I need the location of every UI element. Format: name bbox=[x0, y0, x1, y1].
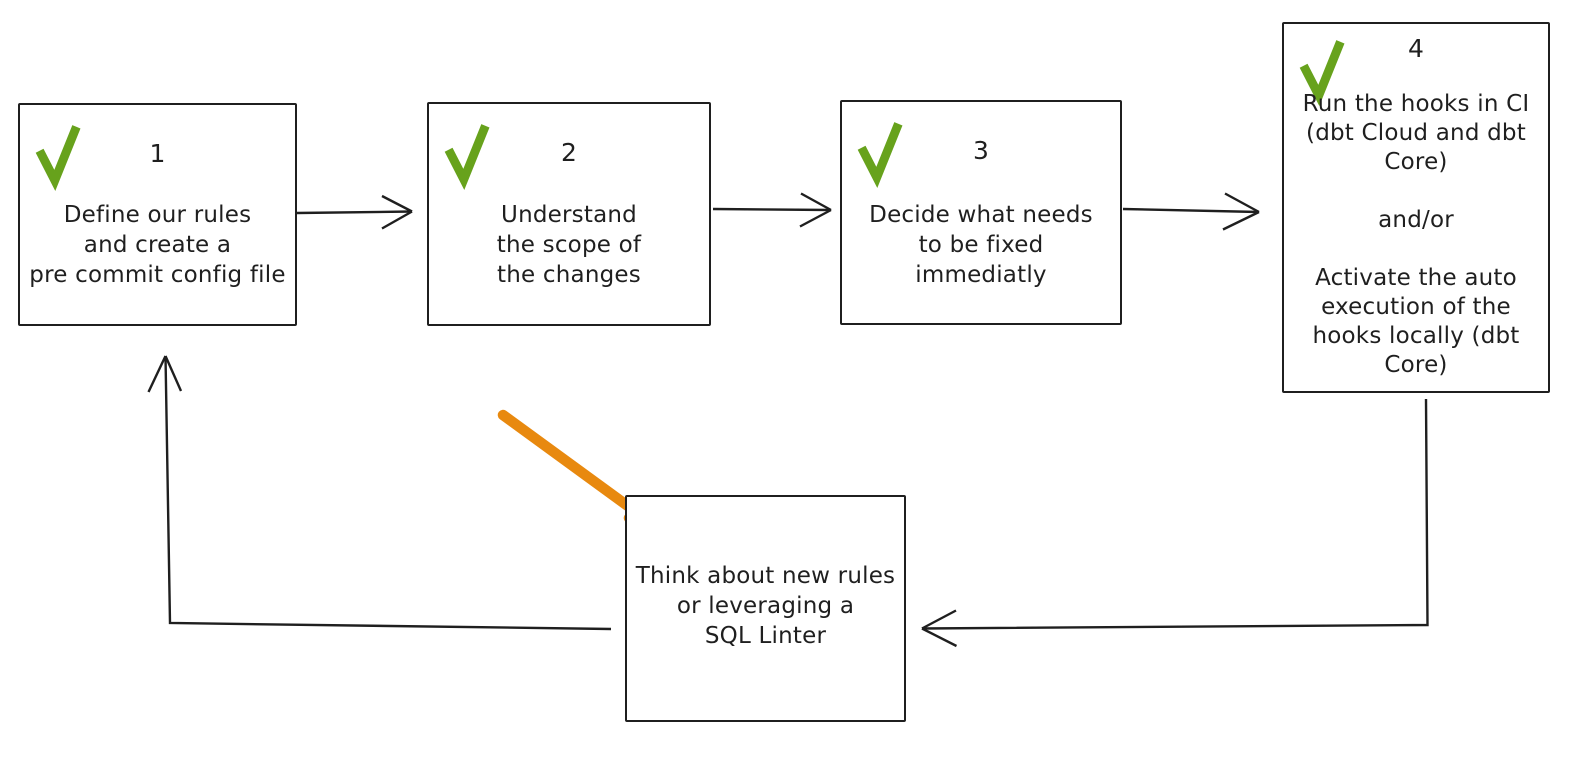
step-number: 2 bbox=[561, 138, 577, 167]
loop-box: Think about new rules or leveraging a SQ… bbox=[625, 495, 906, 722]
check-icon bbox=[1299, 40, 1345, 106]
check-icon bbox=[444, 124, 490, 190]
connector-step4-loopbox bbox=[921, 398, 1429, 648]
step-box-1: 1 Define our rules and create a pre comm… bbox=[18, 103, 297, 326]
step-number: 1 bbox=[149, 139, 166, 168]
step-label: Run the hooks in CI (dbt Cloud and dbt C… bbox=[1302, 91, 1530, 378]
step-number: 3 bbox=[973, 136, 989, 165]
connector-step1-step2 bbox=[296, 194, 413, 230]
connector-step3-step4 bbox=[1122, 192, 1260, 231]
step-box-4: 4 Run the hooks in CI (dbt Cloud and dbt… bbox=[1282, 22, 1550, 393]
check-icon bbox=[35, 125, 81, 191]
step-number: 4 bbox=[1408, 34, 1424, 63]
step-label: Define our rules and create a pre commit… bbox=[29, 202, 286, 288]
loop-label: Think about new rules or leveraging a SQ… bbox=[635, 563, 896, 649]
connector-loopbox-step1 bbox=[147, 355, 612, 631]
step-label: Understand the scope of the changes bbox=[496, 202, 642, 288]
step-label: Decide what needs to be fixed immediatly bbox=[869, 202, 1093, 288]
check-icon bbox=[857, 122, 903, 188]
connector-step2-step3 bbox=[712, 192, 832, 228]
step-box-3: 3 Decide what needs to be fixed immediat… bbox=[840, 100, 1122, 325]
step-box-2: 2 Understand the scope of the changes bbox=[427, 102, 711, 326]
